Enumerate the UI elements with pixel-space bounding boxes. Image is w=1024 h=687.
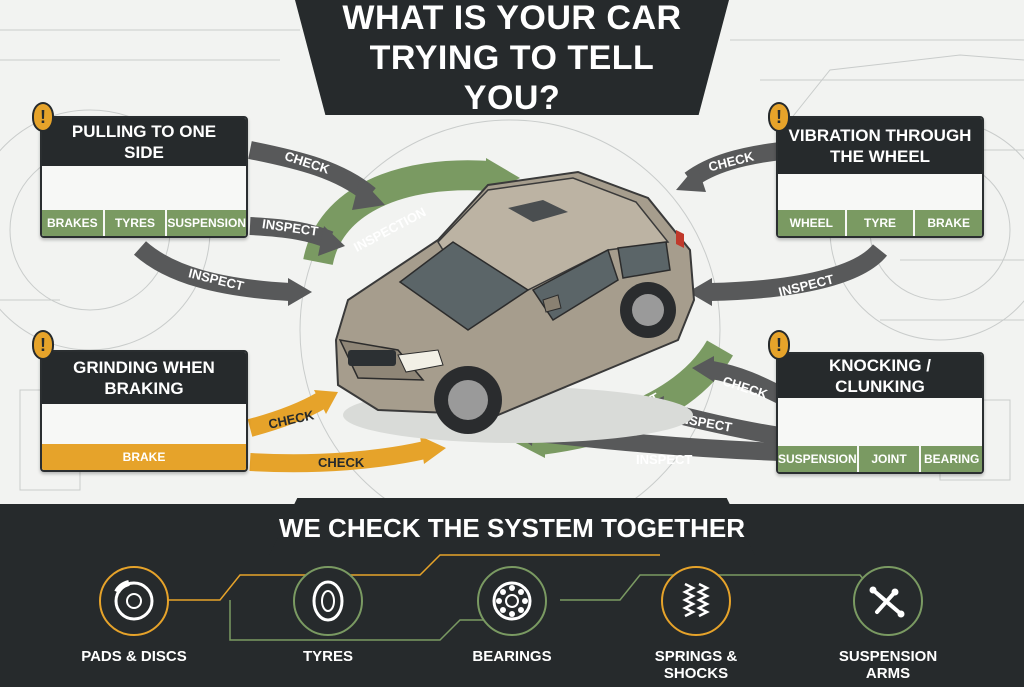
arrow-check-grinding-low <box>249 441 427 473</box>
arrow-check-grinding-top <box>247 392 327 437</box>
system-suspension-arms: SUSPENSION ARMS <box>818 566 958 682</box>
card-tags: SUSPENSION JOINT BEARING <box>778 446 982 472</box>
tag-tyre: TYRE <box>846 210 914 236</box>
card-tags: BRAKE <box>42 444 246 470</box>
system-label: SUSPENSION ARMS <box>838 648 938 682</box>
card-title: VIBRATION THROUGH THE WHEEL <box>778 118 982 174</box>
bottom-title: WE CHECK THE SYSTEM TOGETHER <box>278 513 746 543</box>
system-label: SPRINGS & SHOCKS <box>654 648 738 682</box>
warning-icon: ! <box>32 102 54 132</box>
arrow-inspect-left-low <box>133 241 291 301</box>
system-pads-discs: PADS & DISCS <box>64 566 204 676</box>
arrow-label-check: CHECK <box>318 455 365 470</box>
tag-joint: JOINT <box>858 446 920 472</box>
arrow-label-inspect: INSPECT <box>636 452 693 467</box>
system-label: PADS & DISCS <box>81 648 187 665</box>
car-illustration <box>334 170 696 443</box>
title-banner: WHAT IS YOUR CAR TRYING TO TELL YOU? <box>295 0 729 115</box>
bearing-icon <box>477 566 547 636</box>
tag-tyres: TYRES <box>104 210 166 236</box>
card-title: PULLING TO ONE SIDE <box>42 118 246 166</box>
brake-disc-icon <box>99 566 169 636</box>
tag-brake: BRAKE <box>42 444 246 470</box>
warning-icon: ! <box>768 102 790 132</box>
bottom-title-tab <box>268 498 756 558</box>
tag-suspension: SUSPENSION <box>778 446 857 472</box>
tag-wheel: WHEEL <box>778 210 845 236</box>
arrow-check-right-low <box>710 361 785 404</box>
arrow-inspect-right-mid <box>709 243 888 301</box>
system-bearings: BEARINGS <box>442 566 582 676</box>
spring-icon <box>661 566 731 636</box>
tyre-icon <box>293 566 363 636</box>
card-title: KNOCKING / CLUNKING <box>778 354 982 398</box>
warning-icon: ! <box>32 330 54 360</box>
symptom-card-vibration: VIBRATION THROUGH THE WHEEL WHEEL TYRE B… <box>776 116 984 238</box>
card-tags: BRAKES TYRES SUSPENSION <box>42 210 246 236</box>
tag-suspension: SUSPENSION <box>167 210 246 236</box>
card-tags: WHEEL TYRE BRAKE <box>778 210 982 236</box>
system-springs-shocks: SPRINGS & SHOCKS <box>626 566 766 682</box>
page-title: WHAT IS YOUR CAR TRYING TO TELL YOU? <box>342 0 682 117</box>
card-title: GRINDING WHEN BRAKING <box>42 352 246 404</box>
symptom-card-grinding: GRINDING WHEN BRAKING BRAKE <box>40 350 248 472</box>
system-label: TYRES <box>302 648 353 665</box>
tag-brakes: BRAKES <box>42 210 103 236</box>
warning-icon: ! <box>768 330 790 360</box>
symptom-card-pulling: PULLING TO ONE SIDE BRAKES TYRES SUSPENS… <box>40 116 248 238</box>
tag-brake: BRAKE <box>915 210 982 236</box>
symptom-card-knocking: KNOCKING / CLUNKING SUSPENSION JOINT BEA… <box>776 352 984 474</box>
tag-bearing: BEARING <box>921 446 982 472</box>
system-tyres: TYRES <box>258 566 398 676</box>
suspension-arm-icon <box>853 566 923 636</box>
system-label: BEARINGS <box>472 648 552 665</box>
